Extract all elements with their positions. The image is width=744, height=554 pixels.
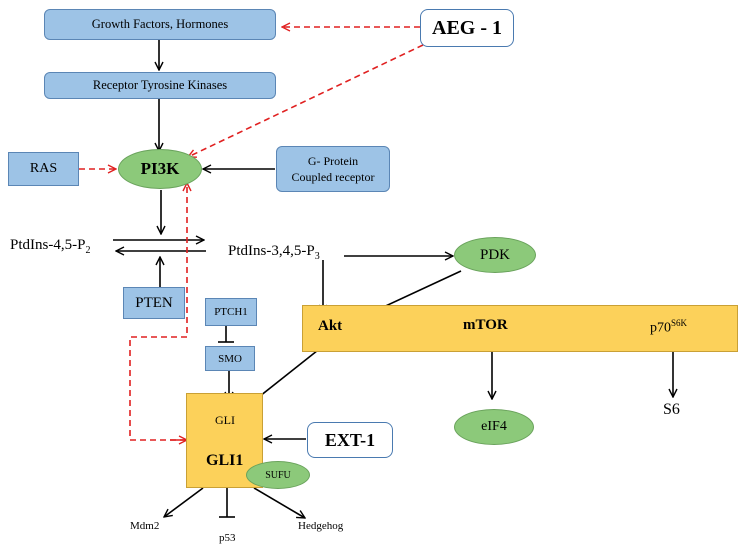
akt-mtor-panel <box>302 305 738 352</box>
ptdins-4-5-p2: PtdIns-4,5-P2 <box>10 237 90 256</box>
pi3k-label: PI3K <box>140 159 180 178</box>
ptch1-label: PTCH1 <box>214 306 248 318</box>
p70-s6k-label: p70S6K <box>650 318 687 337</box>
receptor-tyrosine-kinases-box: Receptor Tyrosine Kinases <box>44 72 276 99</box>
ras-box: RAS <box>8 152 79 186</box>
arrow-gli1-to-hedgehog <box>253 487 305 518</box>
gli1-label: GLI1 <box>206 452 244 469</box>
hedgehog-label: Hedgehog <box>298 520 344 532</box>
pi3k-ellipse: PI3K <box>118 149 202 189</box>
p53-label: p53 <box>219 532 236 544</box>
ras-label: RAS <box>29 161 58 176</box>
arrow-gli1-to-mdm2 <box>164 487 204 517</box>
aeg1-box: AEG - 1 <box>420 9 514 47</box>
growth-factors-box: Growth Factors, Hormones <box>44 9 276 40</box>
ext1-label: EXT-1 <box>324 429 376 450</box>
p70-main: p70 <box>650 320 671 336</box>
smo-label: SMO <box>218 352 242 365</box>
ptdins-3-4-5-p3: PtdIns-3,4,5-P3 <box>228 243 320 262</box>
g-protein-coupled-receptor-box: G- Protein Coupled receptor <box>276 146 390 192</box>
pten-label: PTEN <box>135 294 173 311</box>
receptor-tyrosine-kinases-label: Receptor Tyrosine Kinases <box>92 78 228 92</box>
ptdins-3-4-5-p3-main: PtdIns-3,4,5-P <box>228 243 315 259</box>
eif4-label: eIF4 <box>481 419 507 434</box>
aeg1-label: AEG - 1 <box>432 16 502 39</box>
eif4-ellipse: eIF4 <box>454 409 534 445</box>
gli-label: GLI <box>215 413 235 427</box>
akt-label: Akt <box>318 318 343 334</box>
growth-factors-label: Growth Factors, Hormones <box>91 17 229 31</box>
ptdins-3-4-5-p3-subscript: 3 <box>314 251 320 262</box>
ext1-box: EXT-1 <box>307 422 393 458</box>
p70-superscript: S6K <box>671 318 688 328</box>
mtor-label: mTOR <box>463 317 508 333</box>
mdm2-label: Mdm2 <box>130 520 160 532</box>
smo-box: SMO <box>205 346 255 371</box>
g-protein-label-line1: G- Protein <box>307 153 359 168</box>
sufu-label: SUFU <box>265 469 291 481</box>
s6-label: S6 <box>663 401 680 418</box>
pdk-ellipse: PDK <box>454 237 536 273</box>
ptch1-box: PTCH1 <box>205 298 257 326</box>
ptdins-4-5-p2-main: PtdIns-4,5-P <box>10 237 86 253</box>
g-protein-label-line2: Coupled receptor <box>291 170 375 184</box>
pten-box: PTEN <box>123 287 185 319</box>
sufu-ellipse: SUFU <box>246 461 310 489</box>
pdk-label: PDK <box>479 246 510 263</box>
dashed-aeg1-to-pi3k <box>188 44 424 157</box>
ptdins-4-5-p2-subscript: 2 <box>85 245 91 256</box>
